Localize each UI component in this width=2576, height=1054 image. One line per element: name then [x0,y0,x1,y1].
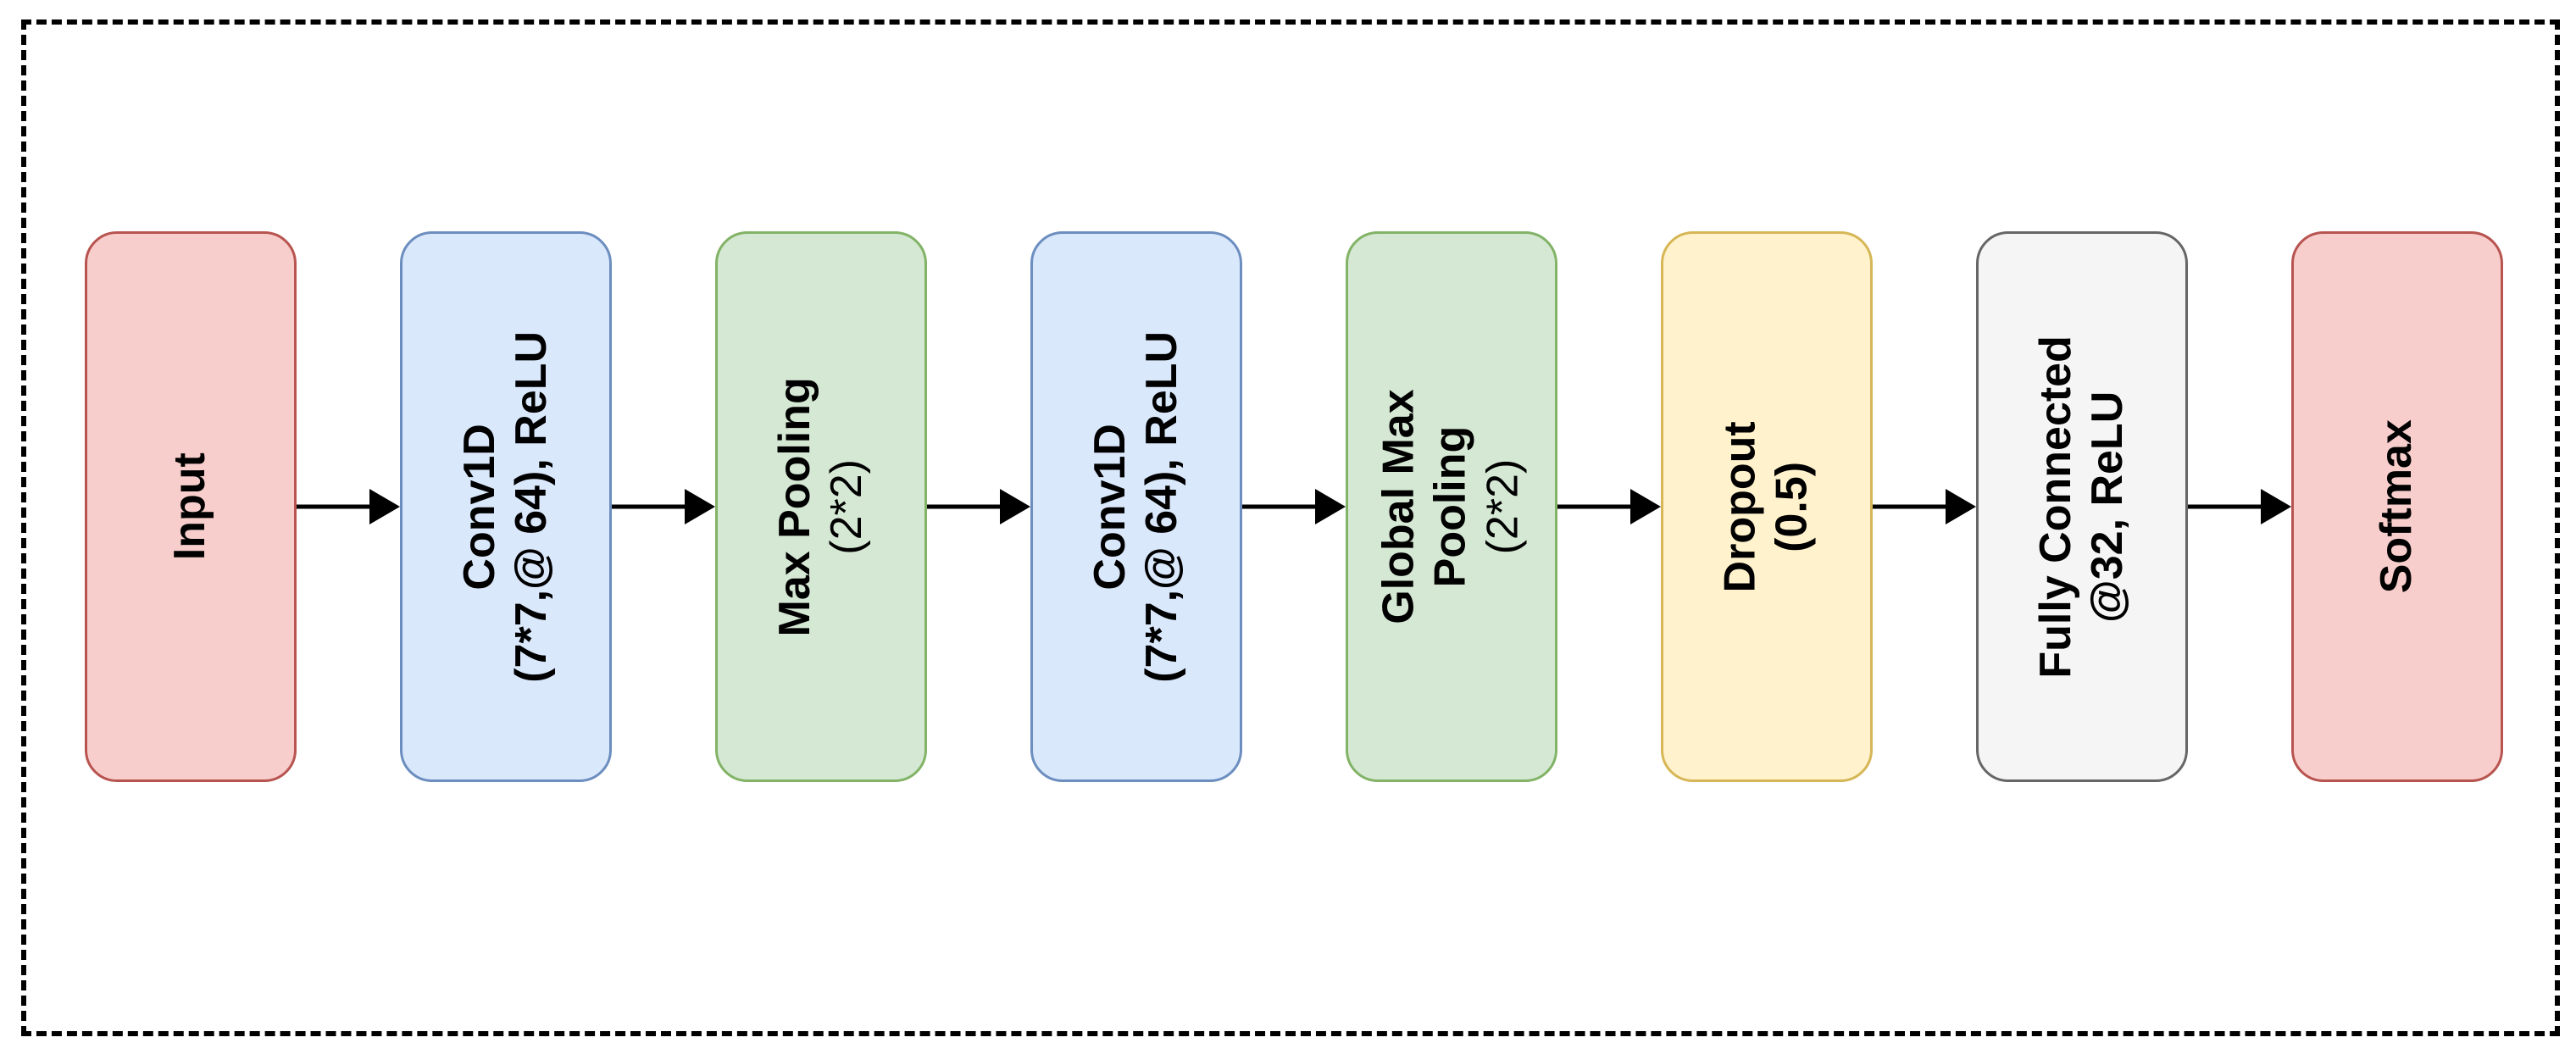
layer-title: Fully Connected [2030,335,2080,679]
layer-params: (2*2) [822,458,871,555]
layer-title-2: Pooling [1426,425,1476,588]
layer-label-input: Input [164,452,216,560]
layer-title: Softmax [2372,419,2422,594]
layer-box-fully-connected: Fully Connected @32, ReLU [1976,231,2188,782]
layer-flow-row: Input Conv1D (7*7,@ 64), ReLU Max Poolin… [85,231,2503,782]
layer-params: (2*2) [1478,458,1528,555]
layer-label-conv1d-2: Conv1D (7*7,@ 64), ReLU [1085,331,1189,683]
layer-params: @32, ReLU [2083,391,2133,623]
arrow-right-icon [1873,489,1976,524]
layer-label-conv1d-1: Conv1D (7*7,@ 64), ReLU [454,331,558,683]
layer-box-conv1d-1: Conv1D (7*7,@ 64), ReLU [400,231,612,782]
dashed-border-frame [21,19,2560,1036]
layer-box-input: Input [85,231,297,782]
layer-params: (0.5) [1767,461,1817,552]
layer-params: (7*7,@ 64), ReLU [507,330,556,683]
arrow-right-icon [2188,489,2291,524]
layer-title: Conv1D [1085,423,1135,591]
layer-box-softmax: Softmax [2291,231,2503,782]
layer-label-max-pooling: Max Pooling (2*2) [769,377,874,636]
layer-title: Global Max [1374,389,1424,624]
layer-label-softmax: Softmax [2371,419,2423,593]
layer-label-global-max-pooling: Global Max Pooling (2*2) [1374,389,1530,624]
layer-title: Input [165,452,215,561]
layer-title: Max Pooling [769,376,819,637]
arrow-right-icon [927,489,1030,524]
layer-label-fully-connected: Fully Connected @32, ReLU [2030,336,2135,678]
layer-box-global-max-pooling: Global Max Pooling (2*2) [1346,231,1557,782]
layer-box-max-pooling: Max Pooling (2*2) [715,231,927,782]
layer-box-dropout: Dropout (0.5) [1661,231,1873,782]
arrow-right-icon [612,489,715,524]
layer-params: (7*7,@ 64), ReLU [1137,330,1186,683]
layer-title: Dropout [1715,420,1765,593]
layer-title: Conv1D [454,423,504,591]
layer-label-dropout: Dropout (0.5) [1715,421,1819,592]
arrow-right-icon [1557,489,1661,524]
arrow-right-icon [1242,489,1346,524]
layer-box-conv1d-2: Conv1D (7*7,@ 64), ReLU [1030,231,1242,782]
arrow-right-icon [297,489,400,524]
